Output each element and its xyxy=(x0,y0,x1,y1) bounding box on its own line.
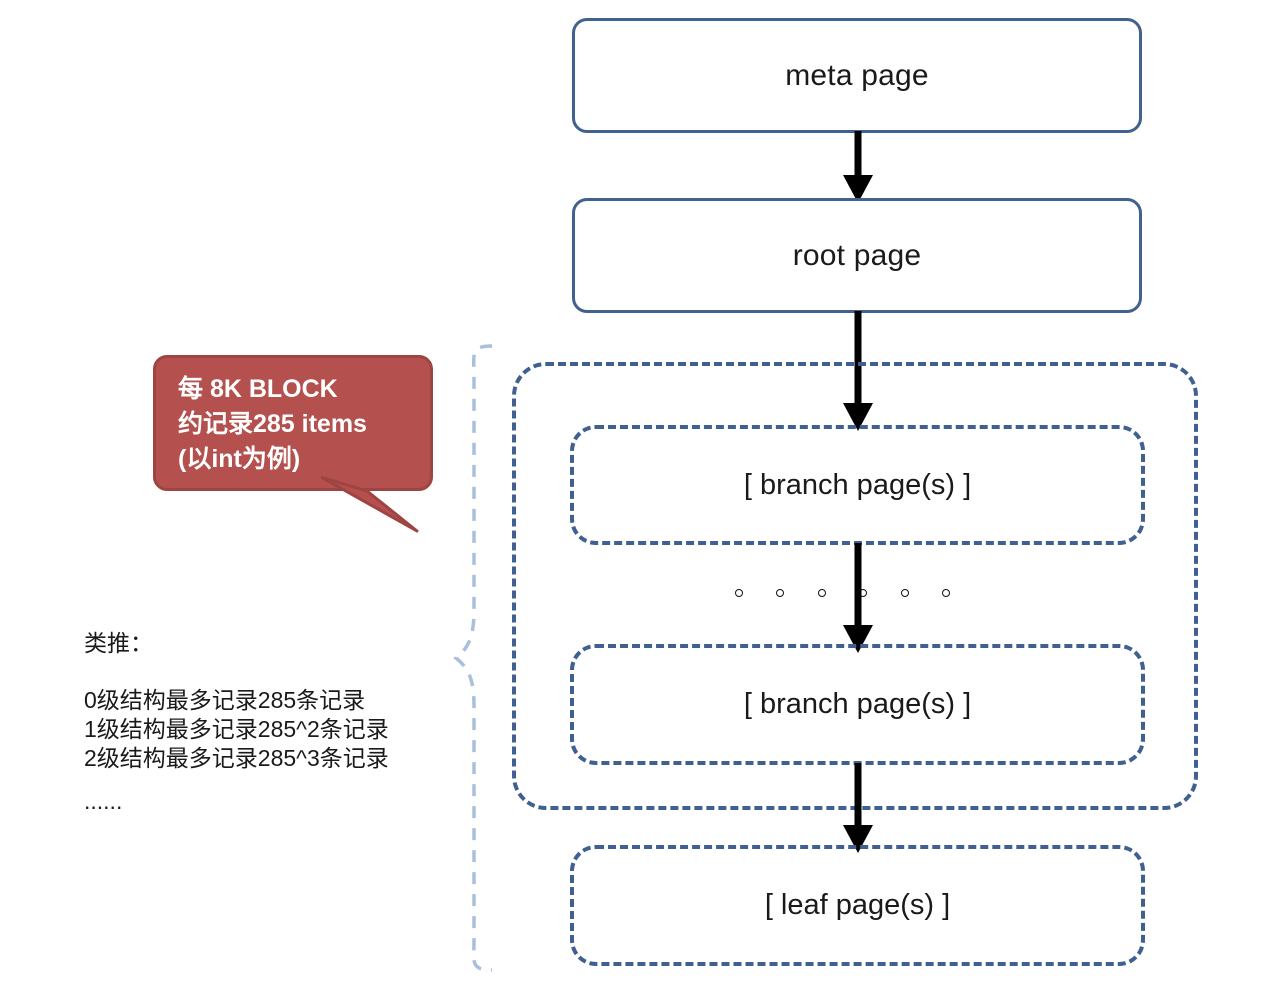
analogy-line-2: 2级结构最多记录285^3条记录 xyxy=(84,745,389,771)
hollow-dot-icon xyxy=(735,589,743,597)
block-size-callout: 每 8K BLOCK 约记录285 items (以int为例) xyxy=(153,355,433,533)
analogy-text-block: 类推： 0级结构最多记录285条记录 1级结构最多记录285^2条记录 2级结构… xyxy=(84,628,414,816)
analogy-ellipsis: ...... xyxy=(84,788,123,814)
curly-brace-icon xyxy=(452,342,498,974)
meta-page-box[interactable]: meta page xyxy=(572,18,1142,133)
down-arrow-icon xyxy=(838,543,878,653)
callout-tail-icon xyxy=(319,475,431,539)
hollow-dot-icon xyxy=(900,589,909,597)
leaf-page-box[interactable]: [ leaf page(s) ] xyxy=(570,845,1145,966)
hollow-dot-icon xyxy=(817,589,826,597)
branch-page-label-1: [ branch page(s) ] xyxy=(743,468,972,501)
meta-page-label: meta page xyxy=(785,58,929,92)
callout-body: 每 8K BLOCK 约记录285 items (以int为例) xyxy=(153,355,433,491)
callout-line-3: (以int为例) xyxy=(178,445,301,473)
callout-line-1: 每 8K BLOCK xyxy=(178,375,338,403)
leaf-page-label: [ leaf page(s) ] xyxy=(764,889,951,921)
analogy-line-1: 1级结构最多记录285^2条记录 xyxy=(84,716,389,742)
ellipsis-dots-row xyxy=(735,584,950,602)
down-arrow-icon xyxy=(838,311,878,431)
hollow-dot-icon xyxy=(941,589,950,597)
root-page-box[interactable]: root page xyxy=(572,198,1142,313)
hollow-dot-icon xyxy=(776,589,785,597)
analogy-title: 类推： xyxy=(84,630,153,656)
callout-line-2: 约记录285 items xyxy=(178,410,367,438)
branch-page-label-2: [ branch page(s) ] xyxy=(743,688,972,720)
branch-page-box-1[interactable]: [ branch page(s) ] xyxy=(570,425,1145,545)
root-page-label: root page xyxy=(792,238,922,272)
down-arrow-icon xyxy=(838,763,878,853)
down-arrow-icon xyxy=(838,131,878,203)
branch-page-box-2[interactable]: [ branch page(s) ] xyxy=(570,644,1145,765)
analogy-line-0: 0级结构最多记录285条记录 xyxy=(84,687,366,713)
